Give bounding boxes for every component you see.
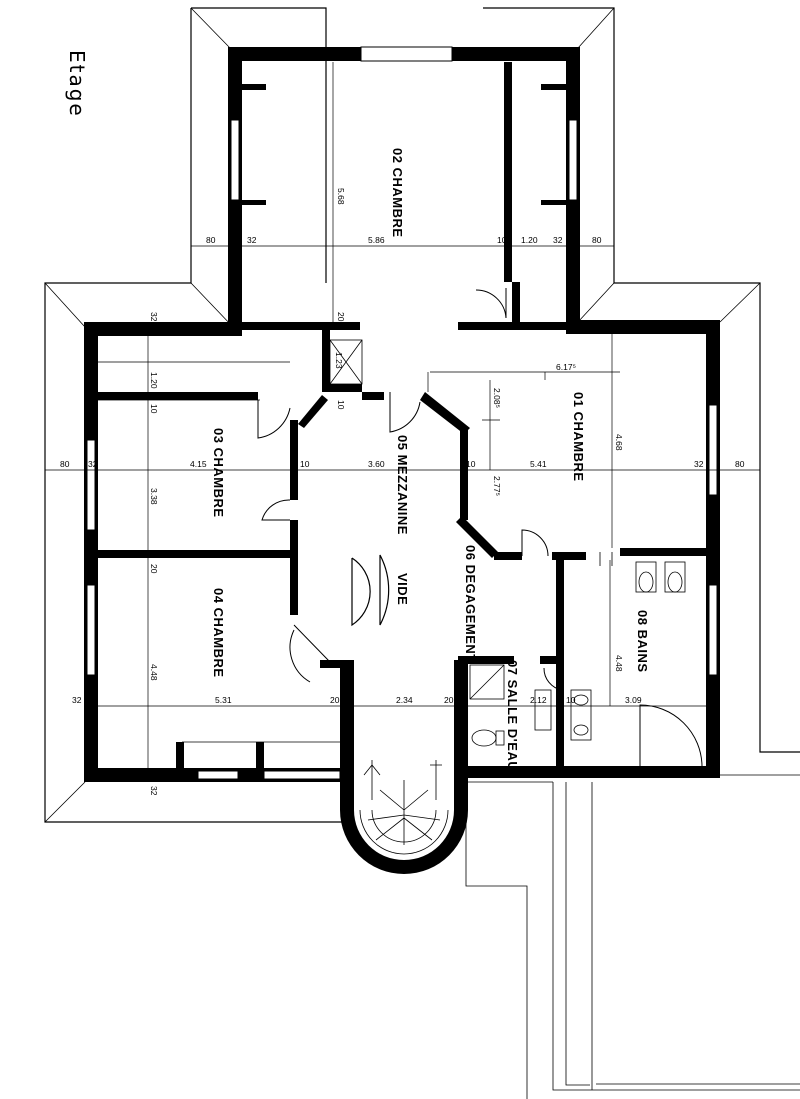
room-label-vide: VIDE xyxy=(395,573,410,605)
dimension-labels: 80 32 5.86 10 1.20 32 80 5.68 20 32 1.20… xyxy=(60,188,745,796)
roof-outline xyxy=(44,7,800,1099)
dim-label: 20 xyxy=(336,312,346,322)
dim-label: 32 xyxy=(72,695,82,705)
dim-label: 10 xyxy=(497,235,507,245)
dim-label: 10 xyxy=(566,695,576,705)
dim-label: 4.48 xyxy=(149,664,159,681)
dim-label: 32 xyxy=(88,459,98,469)
room-label-02: 02 CHAMBRE xyxy=(390,148,405,238)
dim-label: 1.20 xyxy=(149,372,159,389)
plan-title: Etage xyxy=(65,50,89,118)
dim-label: 4.48 xyxy=(614,655,624,672)
dim-label: 4.68 xyxy=(614,434,624,451)
room-label-05: 05 MEZZANINE xyxy=(395,435,410,535)
dim-label: 80 xyxy=(735,459,745,469)
doors xyxy=(257,288,703,767)
dim-label: 32 xyxy=(694,459,704,469)
dim-label: 1.23 xyxy=(334,352,344,369)
dim-label: 32 xyxy=(247,235,257,245)
dim-label: 80 xyxy=(60,459,70,469)
room-label-06: 06 DEGAGEMENT xyxy=(463,545,478,663)
room-label-07: 07 SALLE D'EAU xyxy=(505,660,520,771)
dim-label: 5.31 xyxy=(215,695,232,705)
windows xyxy=(86,46,718,780)
dim-label: 10 xyxy=(149,404,159,414)
dim-label: 4.15 xyxy=(190,459,207,469)
fixtures xyxy=(329,339,686,855)
dim-label: 2.34 xyxy=(396,695,413,705)
dim-label: 32 xyxy=(149,786,159,796)
dim-label: 2.77⁵ xyxy=(492,476,502,496)
dim-label: 80 xyxy=(592,235,602,245)
room-label-03: 03 CHAMBRE xyxy=(211,428,226,518)
dim-label: 80 xyxy=(206,235,216,245)
interior-walls xyxy=(98,62,706,770)
dim-label: 3.38 xyxy=(149,488,159,505)
room-label-01: 01 CHAMBRE xyxy=(571,392,586,482)
dim-label: 3.60 xyxy=(368,459,385,469)
dim-label: 20 xyxy=(149,564,159,574)
dim-label: 2.12 xyxy=(530,695,547,705)
dim-label: 2.08⁵ xyxy=(492,388,502,408)
dim-label: 10 xyxy=(336,400,346,410)
dim-label: 3.09 xyxy=(625,695,642,705)
room-labels: 02 CHAMBRE 01 CHAMBRE 03 CHAMBRE 04 CHAM… xyxy=(211,148,650,771)
dim-label: 5.41 xyxy=(530,459,547,469)
dim-label: 32 xyxy=(553,235,563,245)
dim-label: 32 xyxy=(149,312,159,322)
dim-label: 1.20 xyxy=(521,235,538,245)
dim-label: 20 xyxy=(330,695,340,705)
dim-label: 5.86 xyxy=(368,235,385,245)
dim-label: 10 xyxy=(300,459,310,469)
dim-label: 10 xyxy=(466,459,476,469)
room-label-08: 08 BAINS xyxy=(635,610,650,673)
dim-label: 6.17⁵ xyxy=(556,362,576,372)
dim-label: 5.68 xyxy=(336,188,346,205)
room-label-04: 04 CHAMBRE xyxy=(211,588,226,678)
dim-label: 20 xyxy=(444,695,454,705)
dimension-lines xyxy=(45,62,760,768)
